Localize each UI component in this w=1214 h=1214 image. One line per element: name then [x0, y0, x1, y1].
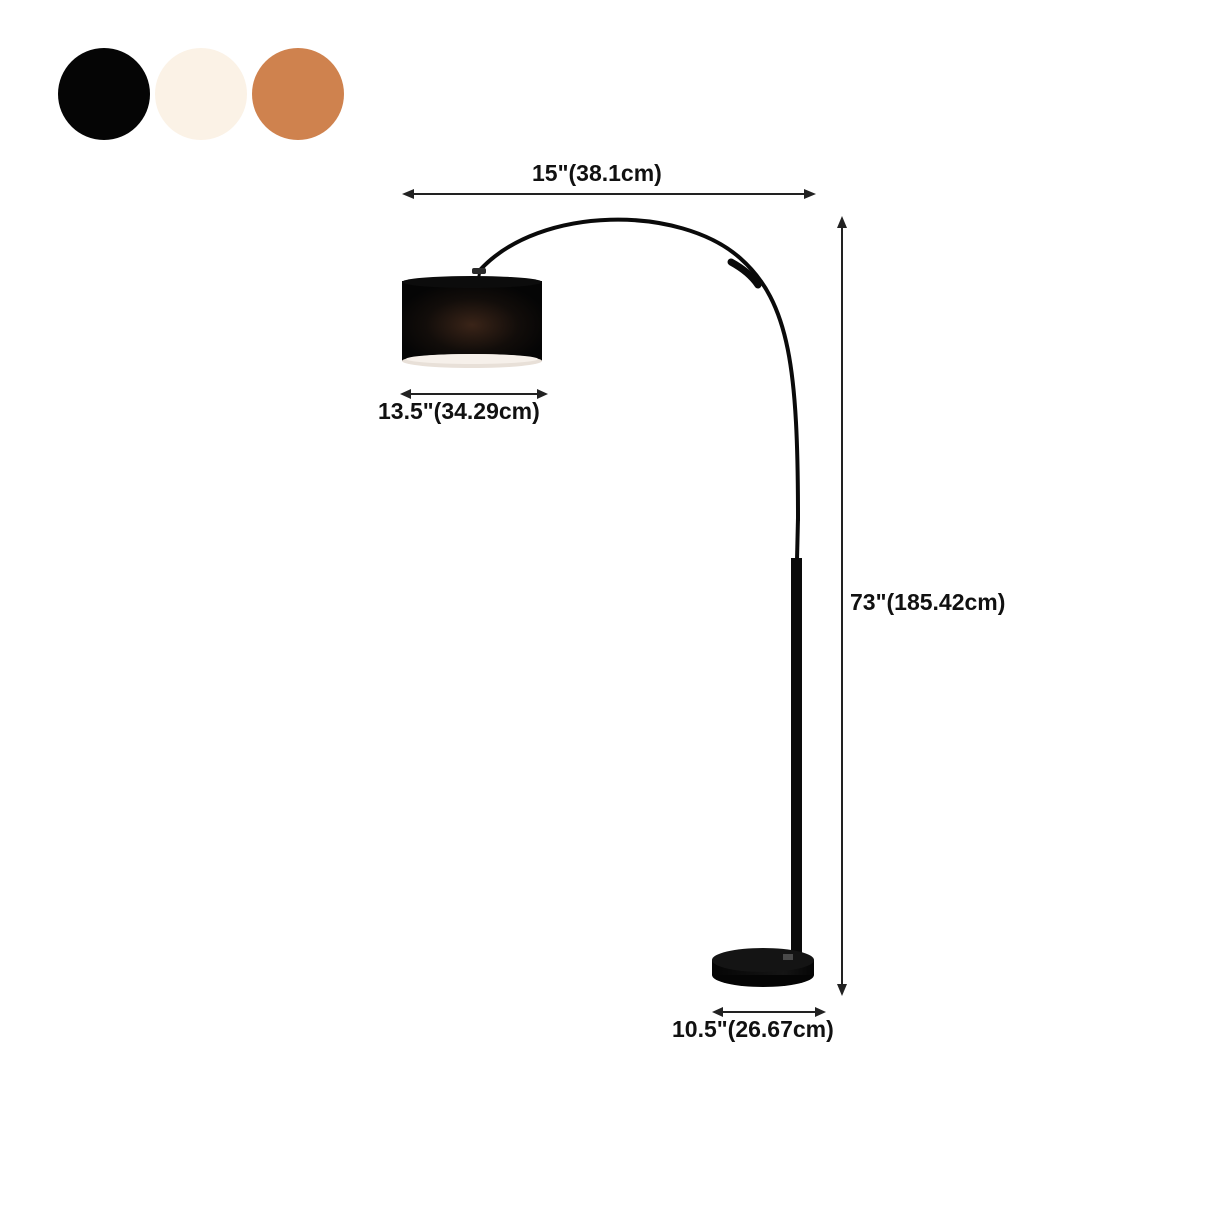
color-swatch-cream[interactable] [155, 48, 247, 140]
lamp-arm [478, 217, 800, 522]
base-switch [783, 954, 793, 960]
arm-width-label: 15"(38.1cm) [532, 160, 662, 186]
shade-hanger-cap [472, 268, 486, 274]
lamp-arm-joint [727, 258, 762, 289]
shade-dimension-line [400, 389, 548, 399]
lamp-base [712, 948, 814, 987]
color-swatch-black[interactable] [58, 48, 150, 140]
width-dimension-line [402, 189, 816, 199]
lamp-pole-upper [795, 517, 800, 561]
height-dimension-line [837, 216, 847, 996]
height-label: 73"(185.42cm) [850, 589, 1006, 615]
color-swatch-orange[interactable] [252, 48, 344, 140]
base-diameter-label: 10.5"(26.67cm) [672, 1016, 834, 1042]
lamp-pole [791, 558, 802, 958]
shade-diameter-label: 13.5"(34.29cm) [378, 398, 540, 424]
base-dimension-line [712, 1007, 826, 1017]
lamp-shade [402, 276, 542, 368]
